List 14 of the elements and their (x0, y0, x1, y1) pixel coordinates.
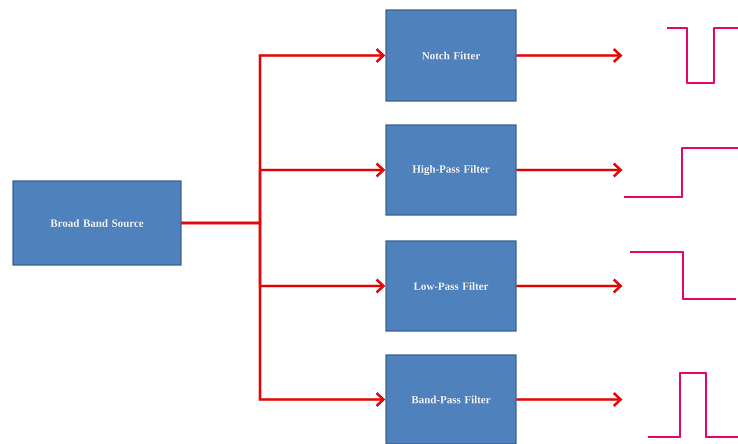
waveform-drawing (624, 147, 738, 198)
arrow (516, 162, 623, 178)
filter-box: High-Pass Filter (385, 124, 517, 216)
waveform-drawing (648, 372, 738, 438)
arrow (182, 222, 386, 407)
arrow (516, 278, 623, 294)
filter-box: Notch Fitter (385, 9, 517, 102)
arrow (516, 48, 623, 63)
waveform-drawing (667, 27, 738, 84)
waveform-drawing (630, 251, 736, 300)
filter-box: Low-Pass Filter (385, 240, 517, 332)
filter-box: Broad Band Source (12, 180, 182, 266)
filter-box: Band-Pass Filter (385, 354, 517, 444)
arrow (516, 392, 623, 407)
